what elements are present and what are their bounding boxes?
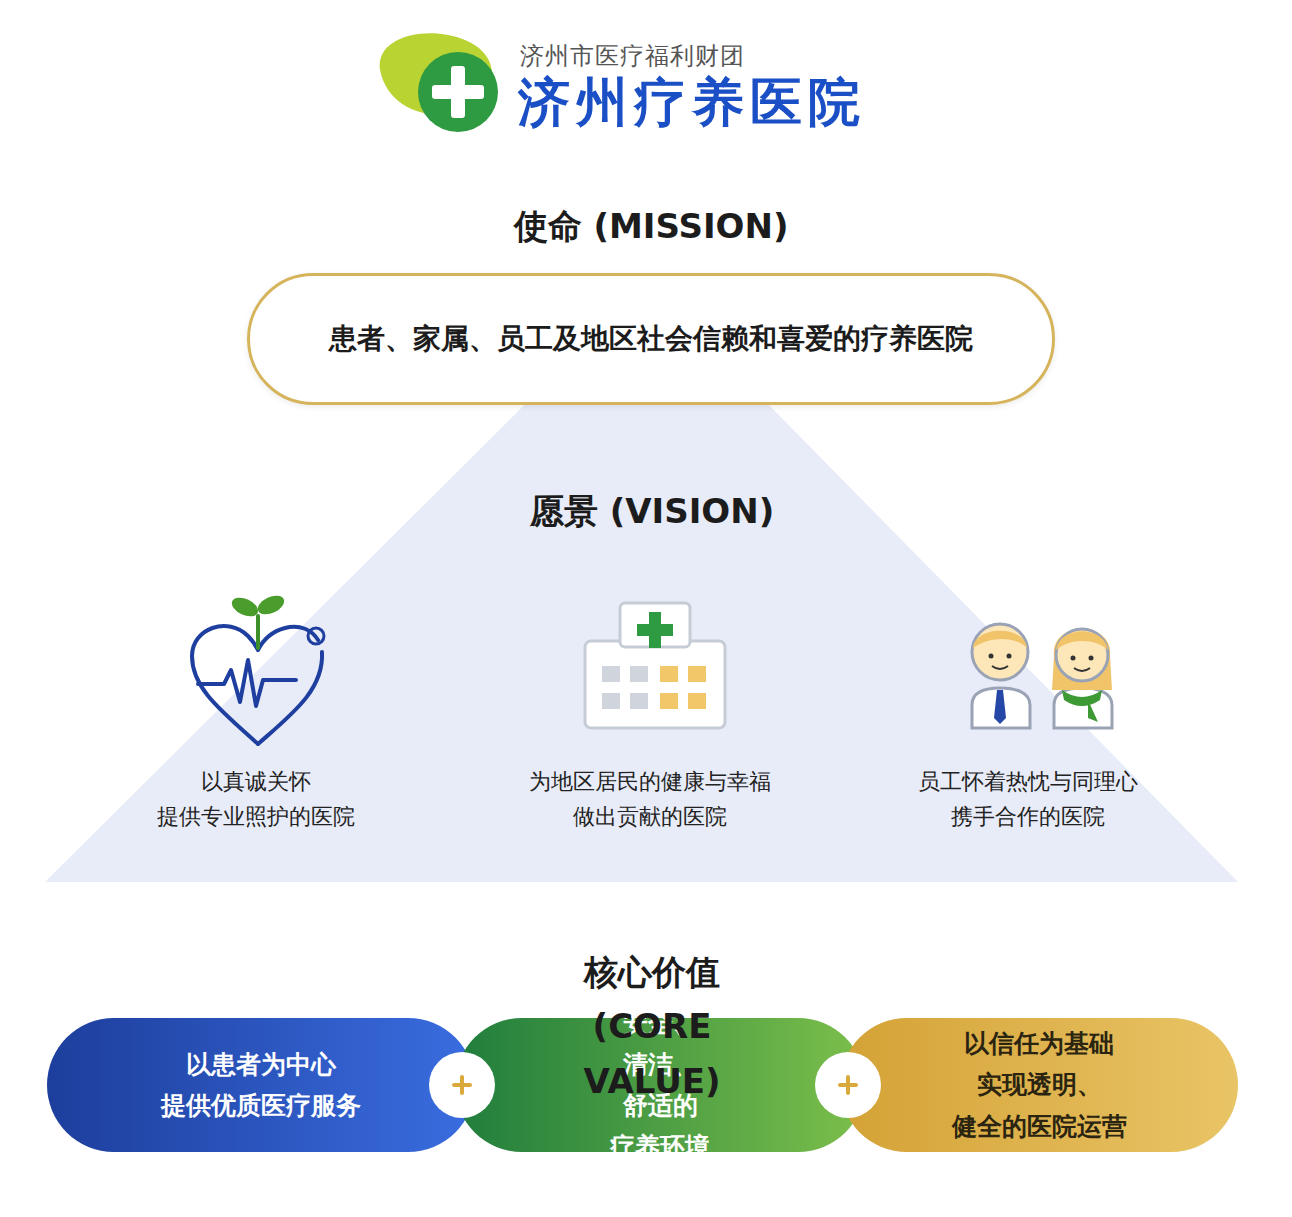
value-pill: 以患者为中心 提供优质医疗服务: [47, 1018, 475, 1152]
plus-circle: [429, 1052, 495, 1118]
logo-title: 济州疗养医院: [518, 74, 866, 131]
mission-text: 患者、家属、员工及地区社会信赖和喜爱的疗养医院: [329, 320, 973, 358]
sprout-icon: [229, 592, 287, 620]
org-name: 济州市医疗福利财团: [520, 37, 745, 75]
section-heading: 核心价值 (CORE VALUE): [583, 945, 720, 1108]
value-pill: 以信任为基础 实现透明、健全的医院运营: [840, 1018, 1238, 1152]
section-heading: 愿景 (VISION): [530, 489, 774, 535]
vision-caption: 为地区居民的健康与幸福 做出贡献的医院: [529, 764, 771, 834]
value-text: 以患者为中心 提供优质医疗服务: [161, 1044, 361, 1127]
logo-mark: [380, 33, 498, 132]
plus-symbol: [454, 1077, 470, 1093]
vision-caption: 员工怀着热忱与同理心 携手合作的医院: [918, 764, 1138, 834]
value-text: 以信任为基础 实现透明、健全的医院运营: [952, 1023, 1127, 1147]
plus-symbol: [840, 1077, 856, 1093]
plus-circle: [815, 1052, 881, 1118]
section-heading: 使命 (MISSION): [514, 204, 789, 250]
mission-pill: 使命 (MISSION)患者、家属、员工及地区社会信赖和喜爱的疗养医院: [247, 273, 1055, 405]
vision-caption: 以真诚关怀 提供专业照护的医院: [157, 764, 355, 834]
